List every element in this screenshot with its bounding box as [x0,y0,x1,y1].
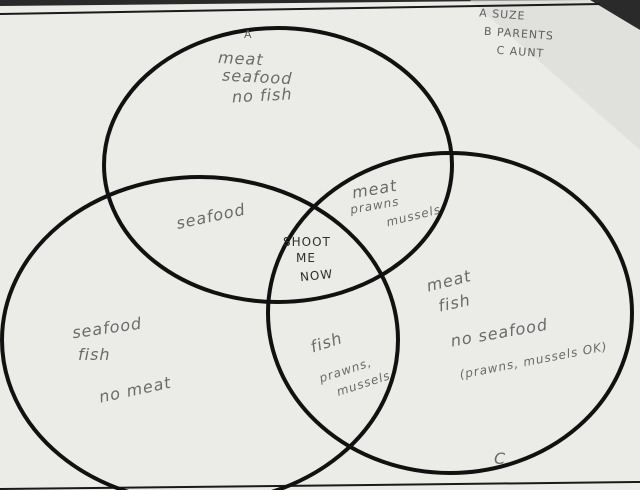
a-only-line1: meat [218,48,264,69]
circle-c-label: C [494,449,506,468]
circle-c [266,151,634,475]
abc-line2: ME [296,251,316,265]
a-only-line2: seafood [222,66,293,89]
legend-line-b: B PARENTS [483,25,554,43]
abc-line3: NOW [299,267,334,284]
circle-a [102,26,454,304]
paper-top-rule [0,3,601,15]
legend-line-a: A SUZE [479,6,526,22]
a-only-line3: no fish [231,84,292,106]
abc-line1: SHOOT [283,235,331,249]
paper-bottom-rule [0,481,640,490]
b-only-line2: fish [78,345,111,364]
paper-shading [470,0,640,150]
circle-b [0,175,400,490]
circle-a-label: A [244,28,253,41]
legend-line-c: C AUNT [496,44,544,60]
